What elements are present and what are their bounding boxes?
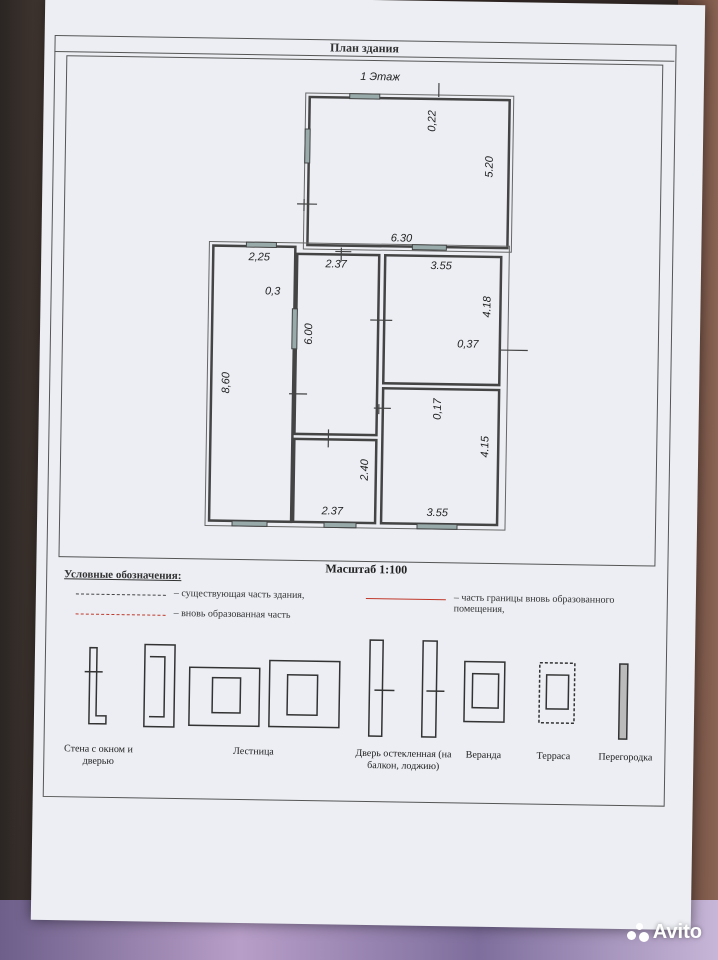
dim-right-bottom-height: 4.15	[479, 435, 491, 457]
watermark-text: Avito	[652, 921, 702, 943]
dim-left-width: 2,25	[247, 251, 270, 263]
avito-logo-icon	[626, 922, 649, 943]
symbol-partition-label: Перегородка	[598, 751, 653, 764]
dim-top-vertical: 0,22	[426, 110, 438, 132]
floor-plan: 1 Этаж 0,22 5.20 6.30 2,25 0,3 8,60 2.37…	[204, 71, 528, 531]
dim-mid-width-top: 2.37	[324, 258, 347, 270]
dim-wall-left: 0,3	[265, 285, 281, 297]
symbol-stairs-label: Лестница	[232, 745, 274, 758]
dim-right-bottom-width: 3.55	[426, 507, 448, 519]
dim-left-height: 8,60	[220, 371, 232, 393]
avito-watermark: Avito	[626, 921, 702, 944]
symbol-wall-label: Стена с окном и дверью	[63, 743, 133, 768]
dim-wall-mid: 0,17	[432, 397, 444, 419]
dim-top-room-height: 5.20	[483, 155, 495, 177]
symbol-door-label: Дверь остекленная (на балкон, лоджию)	[355, 747, 452, 773]
dim-small-room-height: 2.40	[359, 458, 371, 481]
dim-top-room-width: 6.30	[391, 232, 413, 244]
symbol-terrace-label: Терраса	[536, 750, 571, 763]
dim-mid-width-bottom: 2.37	[320, 505, 343, 517]
legend-symbols	[84, 639, 629, 740]
dim-wall-right: 0,37	[457, 338, 479, 350]
paper-sheet: План здания	[30, 0, 706, 931]
floor-label: 1 Этаж	[360, 71, 400, 84]
room-right-top	[381, 253, 503, 387]
dim-right-top-height: 4.18	[481, 295, 493, 317]
dim-mid-height: 6.00	[303, 322, 315, 344]
dim-right-top-width: 3.55	[430, 260, 452, 272]
symbol-veranda-label: Веранда	[465, 749, 502, 762]
room-top	[306, 95, 511, 250]
wall-symbol	[88, 646, 107, 725]
